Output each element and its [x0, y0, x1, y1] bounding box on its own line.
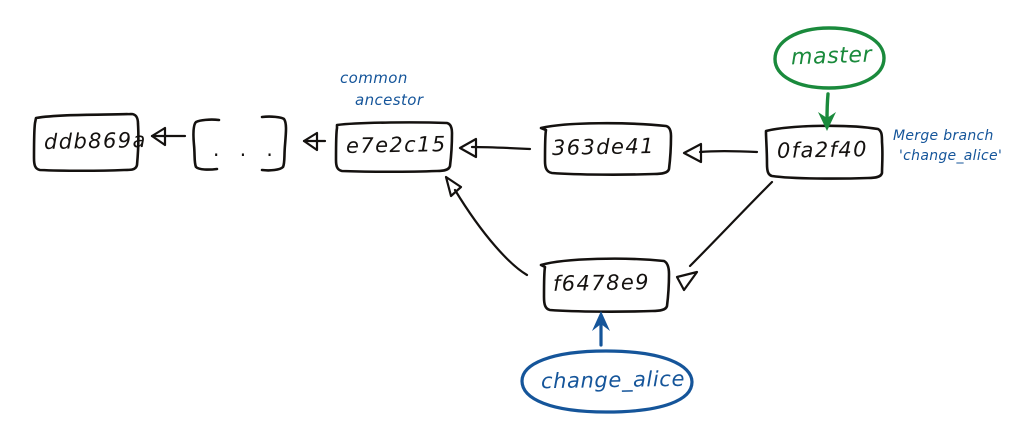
- commit-node-ddb869a[interactable]: [32, 112, 140, 173]
- annotation-merge-message-line1: Merge branch: [893, 128, 994, 144]
- branch-ref-master[interactable]: [773, 26, 886, 131]
- edge-0fa2f40-to-363de41: [682, 142, 759, 164]
- branch-label-change-alice[interactable]: change_alice: [540, 366, 686, 394]
- branch-ref-change-alice[interactable]: [520, 311, 694, 414]
- commit-label-363de41: 363de41: [551, 134, 656, 160]
- edge-f6478e9-to-e7e2c15: [444, 175, 529, 277]
- commit-label-ellipsis: . . .: [213, 137, 280, 161]
- commit-label-e7e2c15: e7e2c15: [345, 132, 447, 158]
- commit-label-f6478e9: f6478e9: [552, 270, 651, 296]
- edge-ellipsis-to-ddb869a: [150, 126, 187, 147]
- commit-label-ddb869a: ddb869a: [43, 128, 147, 154]
- branch-label-master[interactable]: master: [790, 42, 873, 71]
- annotation-common-ancestor-line2: ancestor: [355, 91, 424, 109]
- commit-node-e7e2c15[interactable]: [334, 121, 454, 174]
- edge-e7e2c15-to-ellipsis: [302, 131, 327, 152]
- edge-363de41-to-e7e2c15: [458, 137, 532, 159]
- commit-node-363de41[interactable]: [539, 121, 673, 176]
- commit-node-f6478e9[interactable]: [539, 257, 671, 313]
- commit-node-0fa2f40[interactable]: [764, 124, 884, 180]
- commit-label-0fa2f40: 0fa2f40: [776, 137, 869, 163]
- annotation-common-ancestor-line1: common: [340, 69, 408, 87]
- edge-0fa2f40-to-f6478e9: [675, 180, 774, 292]
- annotation-merge-message-line2: 'change_alice': [899, 148, 1003, 164]
- commit-node-ellipsis[interactable]: [192, 115, 288, 172]
